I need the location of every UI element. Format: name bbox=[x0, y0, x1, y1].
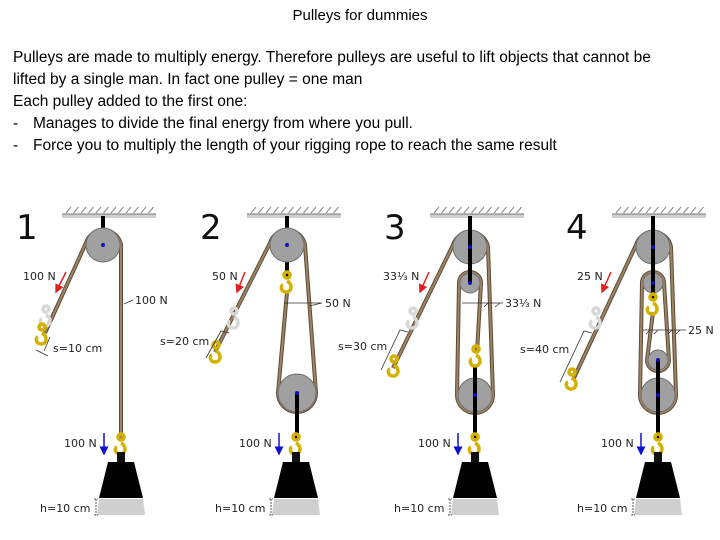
slide-body: Pulleys are made to multiply energy. The… bbox=[13, 47, 713, 157]
pull-force-arrow bbox=[55, 271, 67, 294]
hook-icon bbox=[564, 367, 578, 391]
pull-distance-label: s=30 cm bbox=[338, 340, 387, 353]
bullet-item: -Force you to multiply the length of you… bbox=[13, 137, 557, 154]
pull-distance-label: s=20 cm bbox=[160, 335, 209, 348]
paragraph: lifted by a single man. In fact one pull… bbox=[13, 71, 363, 88]
lift-height-label: h=10 cm bbox=[215, 502, 265, 515]
panel-2: 2 50 N 50 N s=20 cm 100 N h=10 cm bbox=[160, 206, 351, 516]
lift-height-label: h=10 cm bbox=[394, 502, 444, 515]
hook-icon bbox=[279, 270, 293, 294]
load-label: 100 N bbox=[64, 437, 97, 450]
pull-distance-label: s=40 cm bbox=[520, 343, 569, 356]
slide-title: Pulleys for dummies bbox=[292, 7, 428, 24]
rope-tension-label: 25 N bbox=[688, 324, 714, 337]
initial-hook-position bbox=[405, 306, 419, 330]
ceiling bbox=[612, 206, 706, 218]
panel-number: 1 bbox=[16, 208, 38, 248]
rope-tension-label: 100 N bbox=[135, 294, 168, 307]
panel-number: 3 bbox=[384, 208, 406, 248]
ceiling bbox=[247, 206, 341, 218]
rope bbox=[43, 228, 123, 440]
hook-icon bbox=[386, 354, 400, 378]
ceiling bbox=[430, 206, 524, 218]
hook-icon bbox=[468, 344, 482, 368]
pull-force-label: 50 N bbox=[212, 270, 238, 283]
hook-icon bbox=[645, 292, 659, 316]
load-label: 100 N bbox=[418, 437, 451, 450]
rope-tension-label: 33⅓ N bbox=[505, 297, 541, 310]
paragraph: Pulleys are made to multiply energy. The… bbox=[13, 49, 651, 66]
initial-hook-position bbox=[226, 306, 240, 330]
panel-number: 4 bbox=[566, 208, 588, 248]
pull-force-label: 25 N bbox=[577, 270, 603, 283]
paragraph: Each pulley added to the first one: bbox=[13, 93, 248, 110]
load-weight: 100 N h=10 cm bbox=[577, 432, 682, 516]
panel-4: 4 25 N 25 N s=40 cm 100 N h=10 cm bbox=[520, 206, 714, 516]
panel-number: 2 bbox=[200, 208, 222, 248]
lift-height-label: h=10 cm bbox=[577, 502, 627, 515]
lift-height-label: h=10 cm bbox=[40, 502, 90, 515]
load-label: 100 N bbox=[601, 437, 634, 450]
pull-distance-label: s=10 cm bbox=[53, 342, 102, 355]
load-label: 100 N bbox=[239, 437, 272, 450]
hook-icon bbox=[34, 322, 48, 346]
pull-force-label: 33⅓ N bbox=[383, 270, 419, 283]
hook-icon bbox=[208, 340, 222, 364]
load-weight: 100 N h=10 cm bbox=[215, 432, 320, 516]
ceiling bbox=[62, 206, 156, 218]
initial-hook-position bbox=[588, 306, 602, 330]
panel-3: 3 33⅓ N 33⅓ N s=30 cm 100 N h=10 cm bbox=[338, 206, 541, 516]
pull-force-label: 100 N bbox=[23, 270, 56, 283]
panel-1: 1 100 N 100 N s=10 cm 100 N h=10 cm bbox=[16, 206, 168, 516]
load-weight: 100 N h=10 cm bbox=[40, 432, 145, 516]
load-weight: 100 N h=10 cm bbox=[394, 432, 499, 516]
bullet-item: -Manages to divide the final energy from… bbox=[13, 115, 413, 132]
rope-tension-label: 50 N bbox=[325, 297, 351, 310]
